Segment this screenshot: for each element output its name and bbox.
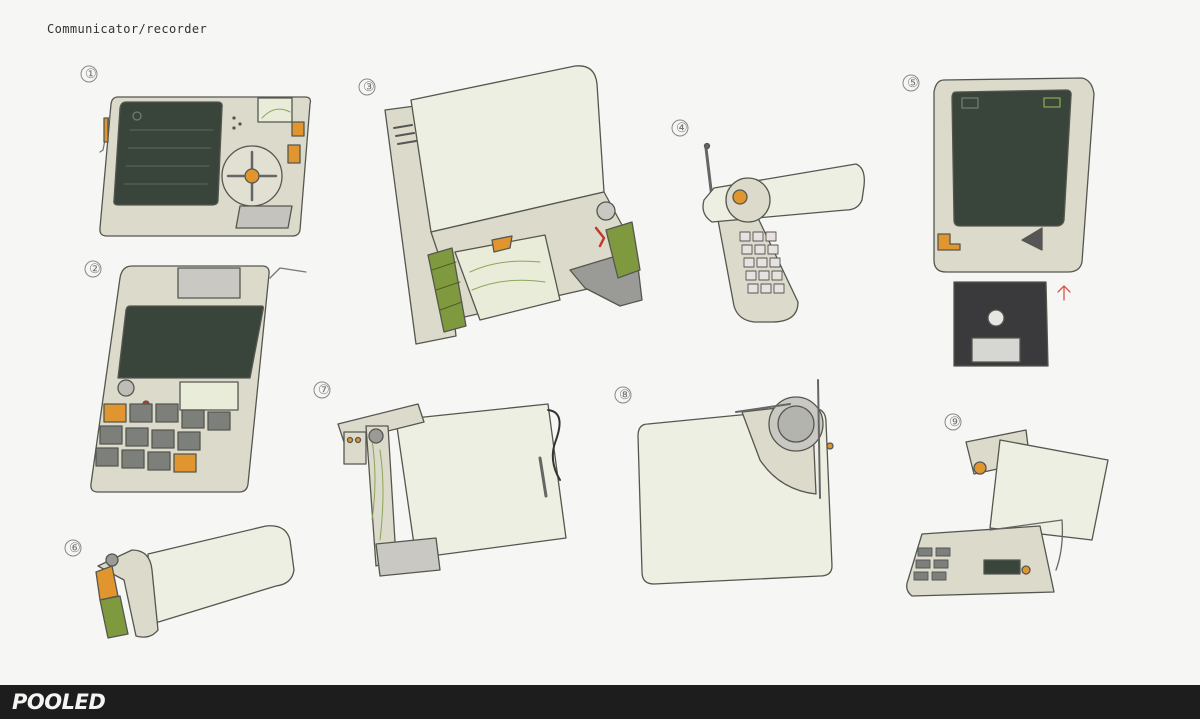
sketch-6-number: ⑥ bbox=[69, 541, 81, 556]
sketch-4-device bbox=[671, 119, 865, 323]
sketch-5-device bbox=[902, 74, 1095, 367]
sketch-9-number: ⑨ bbox=[949, 415, 961, 430]
sketch-2-device bbox=[84, 260, 307, 493]
sketch-9-device bbox=[906, 413, 1109, 597]
sketch-8-device bbox=[614, 379, 834, 585]
sketch-2-number: ② bbox=[89, 262, 101, 277]
sketch-3-number: ③ bbox=[363, 80, 375, 95]
sketch-7-number: ⑦ bbox=[318, 383, 330, 398]
sketch-5-number: ⑤ bbox=[907, 76, 919, 91]
sketch-6-device bbox=[64, 525, 295, 639]
sketch-1-device bbox=[80, 65, 312, 237]
sketch-7-device bbox=[313, 381, 567, 577]
page-title: Communicator/recorder bbox=[47, 22, 208, 36]
sketch-3-device bbox=[358, 65, 643, 345]
sketch-4-number: ④ bbox=[676, 121, 688, 136]
sketch-8-number: ⑧ bbox=[619, 388, 631, 403]
pooled-logo: POOLED bbox=[12, 690, 106, 714]
footer-bar: POOLED bbox=[0, 685, 1200, 719]
sketch-1-number: ① bbox=[85, 67, 97, 82]
concept-sheet: ① ② ③ ④ ⑤ ⑥ ⑦ ⑧ ⑨ bbox=[64, 65, 1109, 639]
